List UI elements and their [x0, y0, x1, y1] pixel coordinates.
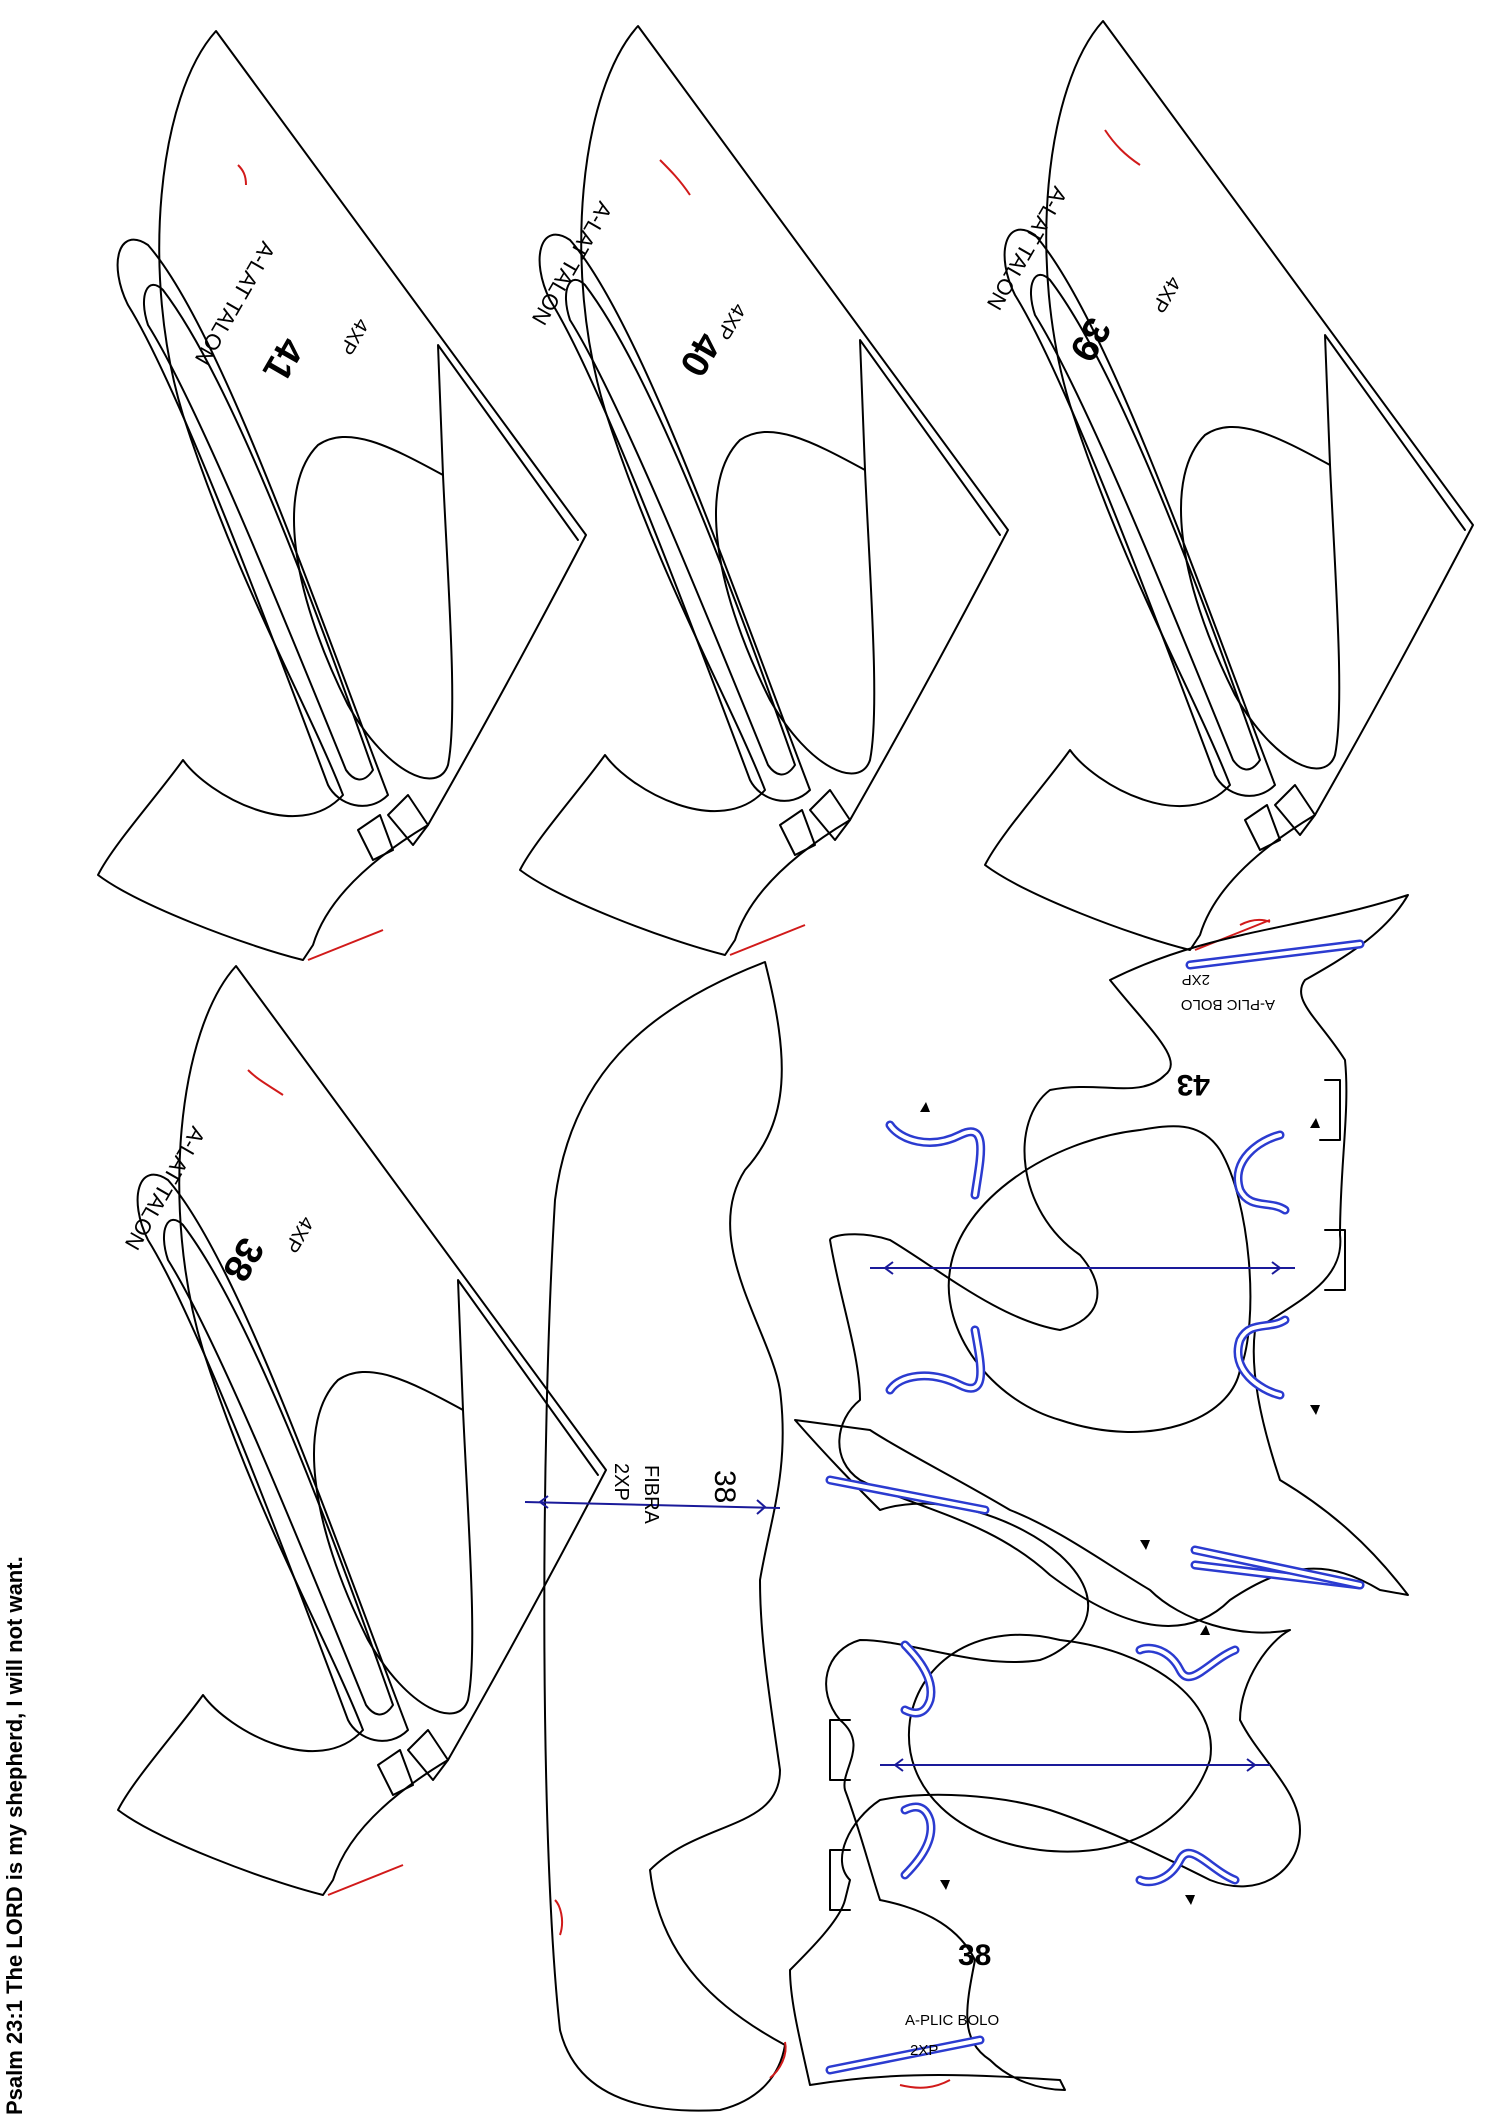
talon-piece-39: 39 A-LAT TALON 4XP — [982, 20, 1474, 951]
fibra-size-label: 38 — [708, 1470, 741, 1503]
bolo-qty-label: 2XP — [910, 2042, 938, 2059]
bolo-size-label: 38 — [958, 1939, 991, 1972]
side-caption: Psalm 23:1 The LORD is my shepherd, I wi… — [2, 1556, 27, 2115]
talon-piece-40: 40 A-LAT TALON 4XP — [519, 25, 1009, 956]
talon-size-label: 38 — [214, 1231, 272, 1289]
talon-piece-38: 38 A-LAT TALON 4XP — [117, 965, 607, 1896]
bolo-size-label: 43 — [1177, 1068, 1210, 1101]
bolo-piece-38: 38 A-PLIC BOLO 2XP — [789, 1419, 1365, 2091]
fibra-qty-label: 2XP — [610, 1463, 632, 1501]
talon-qty-label: 4XP — [1147, 273, 1185, 317]
talon-size-label: 41 — [254, 331, 312, 389]
fibra-name-label: FIBRA — [640, 1465, 662, 1525]
bolo-piece-43: 43 A-PLIC BOLO 2XP — [829, 894, 1409, 1627]
talon-qty-label: 4XP — [280, 1213, 318, 1257]
talon-size-label: 39 — [1061, 311, 1119, 369]
bolo-qty-label: 2XP — [1182, 971, 1210, 988]
bolo-name-label: A-PLIC BOLO — [1181, 996, 1275, 1013]
talon-qty-label: 4XP — [712, 300, 750, 344]
talon-name-label: A-LAT TALON — [120, 1123, 211, 1255]
talon-piece-41: 41 A-LAT TALON 4XP — [97, 30, 587, 961]
fibra-piece-38: 38 FIBRA 2XP — [524, 961, 787, 2112]
talon-name-label: A-LAT TALON — [982, 183, 1073, 315]
bolo-name-label: A-PLIC BOLO — [905, 2012, 999, 2029]
talon-qty-label: 4XP — [335, 315, 373, 359]
